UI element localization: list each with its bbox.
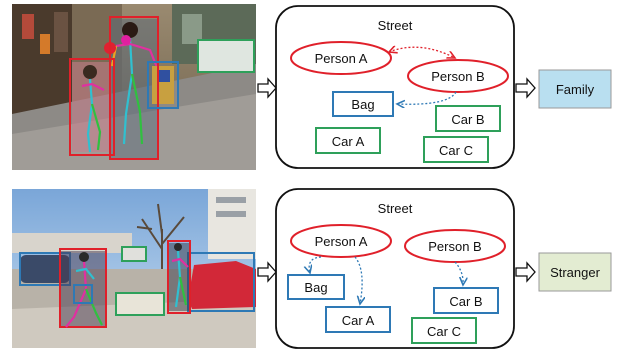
bottom-bag-ownership-arrow	[309, 256, 322, 273]
top-result-box	[538, 69, 612, 109]
bottom-person-a-label: Person A	[315, 234, 368, 249]
top-bag-node	[332, 91, 394, 117]
bottom-car-a-node	[325, 306, 391, 333]
top-car-c-node	[423, 136, 489, 163]
top-input-arrow	[257, 77, 277, 99]
bottom-bag-node	[287, 274, 345, 300]
family-scene-photo	[12, 4, 256, 170]
bottom-car-b-label: Car B	[449, 294, 482, 309]
bottom-input-arrow	[257, 261, 277, 283]
bottom-result-label: Stranger	[550, 265, 601, 280]
top-bag-label: Bag	[351, 97, 374, 112]
top-person-b-node	[407, 59, 509, 93]
top-person-a-label: Person A	[315, 51, 368, 66]
bottom-car-c-label: Car C	[427, 324, 461, 339]
top-car-b-node	[435, 105, 501, 132]
bottom-person-a-node	[290, 224, 392, 258]
bottom-scene-title: Street	[378, 201, 413, 216]
bottom-output-arrow	[515, 261, 536, 283]
bottom-car-b-arrow	[454, 261, 463, 285]
top-output-arrow	[515, 77, 536, 99]
bottom-bag-label: Bag	[304, 280, 327, 295]
stranger-scene-photo	[12, 189, 256, 348]
top-car-a-label: Car A	[332, 134, 365, 149]
top-result-label: Family	[556, 82, 595, 97]
top-scene-title: Street	[378, 18, 413, 33]
top-bag-ownership-arrow	[397, 91, 457, 104]
bottom-car-c-node	[411, 317, 477, 344]
bottom-result-box	[538, 252, 612, 292]
top-car-a-node	[315, 127, 381, 154]
top-car-c-label: Car C	[439, 143, 473, 158]
top-person-b-label: Person B	[431, 69, 484, 84]
bottom-car-b-node	[433, 287, 499, 314]
bottom-car-a-label: Car A	[342, 313, 375, 328]
top-car-b-label: Car B	[451, 112, 484, 127]
top-person-relation-arrow	[389, 47, 455, 58]
bottom-person-b-label: Person B	[428, 239, 481, 254]
